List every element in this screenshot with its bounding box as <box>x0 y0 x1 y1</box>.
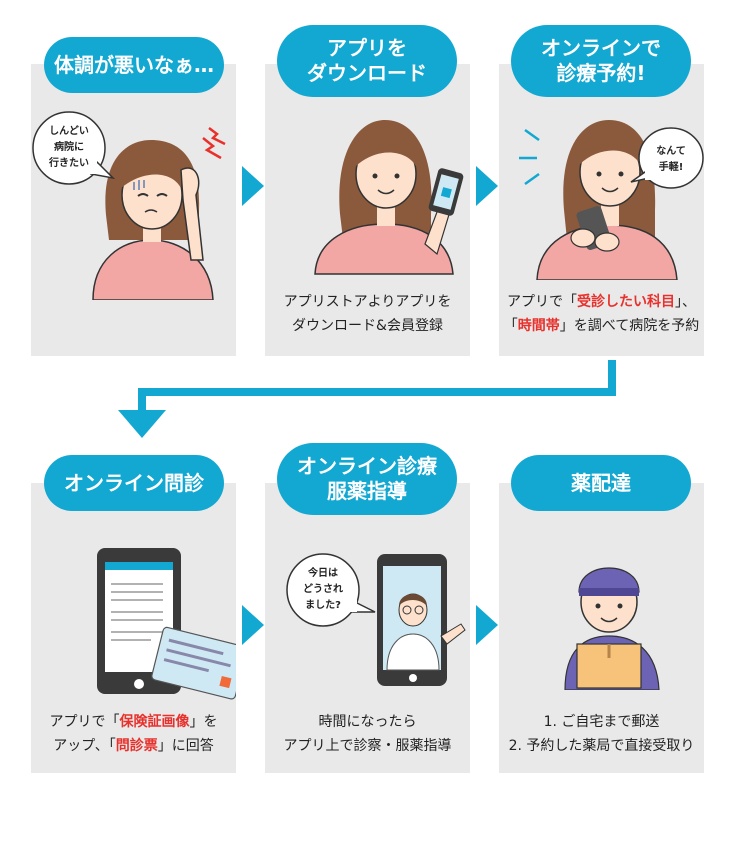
caption-line: アップ、「問診票」に回答 <box>53 738 214 754</box>
bubble-line: 行きたい <box>48 156 89 169</box>
caption-line: 1. ご自宅まで郵送 <box>543 714 660 730</box>
bubble-line: 今日は <box>307 566 338 579</box>
caption-line: 「時間帯」を調べて病院を予約 <box>503 318 700 334</box>
step-5-title: オンライン診療 服薬指導 <box>277 443 457 515</box>
caption-line: アプリストアよりアプリを <box>283 294 452 310</box>
highlight-text: 保険証画像 <box>119 714 190 730</box>
caption-line: アプリで「受診したい科目」、 <box>507 294 696 310</box>
highlight-text: 時間帯 <box>517 318 560 334</box>
questionnaire-tablet-illustration <box>97 548 236 700</box>
bubble-line: 病院に <box>54 140 84 153</box>
bubble-line: ました? <box>305 599 341 611</box>
step-3-caption: アプリで「受診したい科目」、 「時間帯」を調べて病院を予約 <box>489 290 714 338</box>
sick-woman-illustration: しんどい 病院に 行きたい <box>32 111 226 300</box>
caption-line: アプリ上で診察・服薬指導 <box>283 738 452 754</box>
arrow-right-icon <box>476 166 498 206</box>
step-6-caption: 1. ご自宅まで郵送 2. 予約した薬局で直接受取り <box>489 710 714 758</box>
bubble-line: どうされ <box>303 582 343 595</box>
arrow-right-icon <box>242 166 264 206</box>
caption-line: 時間になったら <box>318 714 417 730</box>
highlight-text: 問診票 <box>115 738 158 754</box>
booking-woman-illustration: なんて 手軽! <box>519 120 704 280</box>
step-2-caption: アプリストアよりアプリを ダウンロード&会員登録 <box>255 290 480 338</box>
connector-arrow-icon <box>118 360 616 438</box>
doctor-phone-illustration: 今日は どうされ ました? <box>286 553 466 686</box>
delivery-person-illustration <box>564 567 660 690</box>
step-1-title: 体調が悪いなぁ… <box>44 37 224 93</box>
highlight-text: 受診したい科目 <box>577 294 675 310</box>
step-5-caption: 時間になったら アプリ上で診察・服薬指導 <box>255 710 480 758</box>
step-4-title: オンライン問診 <box>44 455 224 511</box>
step-4-caption: アプリで「保険証画像」を アップ、「問診票」に回答 <box>21 710 246 758</box>
step-6-title: 薬配達 <box>511 455 691 511</box>
download-woman-illustration <box>314 120 464 275</box>
caption-line: 2. 予約した薬局で直接受取り <box>508 738 695 754</box>
bubble-line: なんて <box>656 145 686 157</box>
caption-line: アプリで「保険証画像」を <box>49 714 218 730</box>
bubble-line: 手軽! <box>659 160 684 173</box>
bubble-line: しんどい <box>49 124 89 137</box>
step-3-title: オンラインで 診療予約! <box>511 25 691 97</box>
arrow-right-icon <box>476 605 498 645</box>
caption-line: ダウンロード&会員登録 <box>292 318 443 334</box>
step-2-title: アプリを ダウンロード <box>277 25 457 97</box>
arrow-right-icon <box>242 605 264 645</box>
